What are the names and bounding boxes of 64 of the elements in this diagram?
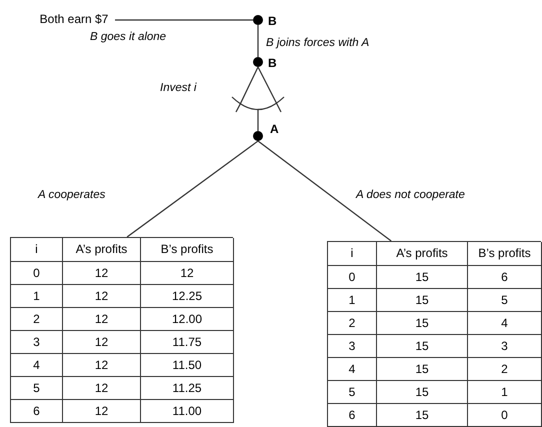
table-cell: 12.00 — [141, 308, 234, 331]
table-cell: 0 — [11, 262, 63, 285]
table-cell: 15 — [377, 289, 468, 312]
table-cell: 2 — [468, 358, 542, 381]
edge-label: B joins forces with A — [266, 36, 370, 51]
payoff-table — [327, 241, 541, 427]
table-cell: 1 — [468, 381, 542, 404]
table-cell: 12 — [63, 377, 141, 400]
table-cell: 12 — [63, 354, 141, 377]
branch-line — [126, 140, 258, 238]
table-cell: 4 — [468, 312, 542, 335]
table-cell: 12.25 — [141, 285, 234, 308]
table-cell: 5 — [468, 289, 542, 312]
table-cell: 15 — [377, 266, 468, 289]
table-cell: 2 — [11, 308, 63, 331]
table-cell: B’s profits — [468, 242, 542, 266]
table-cell: 0 — [468, 404, 542, 427]
table-cell: 12 — [63, 308, 141, 331]
table-cell: 12 — [63, 262, 141, 285]
table-cell: 4 — [11, 354, 63, 377]
table-cell: 15 — [377, 335, 468, 358]
table-cell: 12 — [63, 285, 141, 308]
table-cell: 5 — [11, 377, 63, 400]
table-cell: 2 — [328, 312, 377, 335]
branch-line — [258, 140, 392, 242]
payoff-table — [10, 237, 233, 423]
branch-line — [115, 19, 253, 21]
edge-label: B goes it alone — [90, 30, 166, 45]
table-cell: 12 — [63, 331, 141, 354]
table-cell: i — [11, 238, 63, 262]
branch-line — [240, 66, 259, 131]
table-cell: 0 — [328, 266, 377, 289]
table-cell: 11.00 — [141, 400, 234, 423]
table-cell: 15 — [377, 404, 468, 427]
table-cell: i — [328, 242, 377, 266]
table-cell: 15 — [377, 381, 468, 404]
table-cell: B’s profits — [141, 238, 234, 262]
branch-line — [257, 25, 259, 57]
table-cell: 15 — [377, 312, 468, 335]
table-cell: 15 — [377, 358, 468, 381]
table-cell: 6 — [11, 400, 63, 423]
table-cell: 4 — [328, 358, 377, 381]
table-cell: A’s profits — [63, 238, 141, 262]
table-cell: 6 — [468, 266, 542, 289]
table-cell: 3 — [468, 335, 542, 358]
table-cell: 6 — [328, 404, 377, 427]
table-cell: 3 — [328, 335, 377, 358]
edge-label: A cooperates — [38, 188, 106, 203]
table-cell: 11.25 — [141, 377, 234, 400]
edge-label: A does not cooperate — [356, 188, 465, 203]
table-cell: 5 — [328, 381, 377, 404]
table-cell: 11.50 — [141, 354, 234, 377]
table-cell: 12 — [141, 262, 234, 285]
player-label: B — [268, 55, 277, 72]
edge-label: Invest i — [160, 81, 196, 96]
table-cell: 12 — [63, 400, 141, 423]
table-cell: 11.75 — [141, 331, 234, 354]
player-label: B — [268, 13, 277, 30]
table-cell: 1 — [11, 285, 63, 308]
outcome-text: Both earn $7 — [38, 11, 110, 28]
table-cell: 1 — [328, 289, 377, 312]
table-cell: 3 — [11, 331, 63, 354]
table-cell: A’s profits — [377, 242, 468, 266]
player-label: A — [270, 121, 279, 138]
